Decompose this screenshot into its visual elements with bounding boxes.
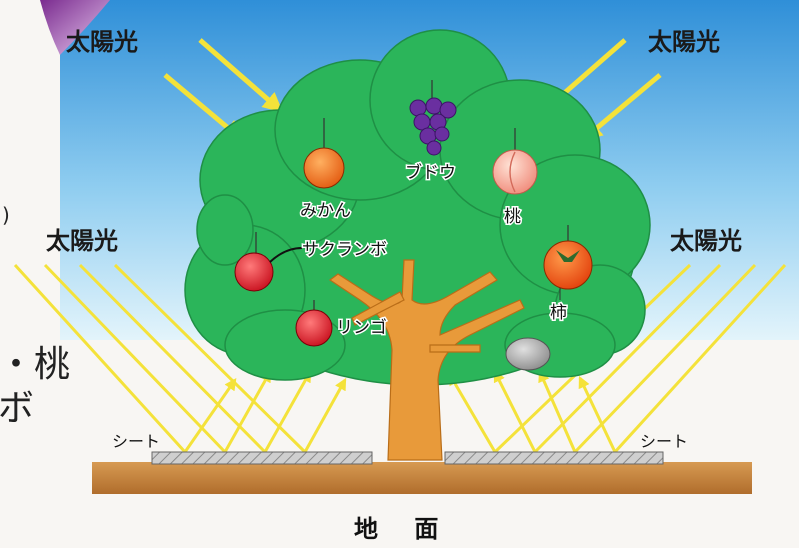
side-text-bo: ボ xyxy=(0,388,34,429)
sun-ray xyxy=(581,73,662,141)
label-momo: 桃 xyxy=(504,207,521,227)
sunlight-label-mid-left: 太陽光 xyxy=(46,227,118,255)
fruit-momo xyxy=(492,128,538,195)
reflective-sheet-right xyxy=(444,451,664,465)
sakuranbo-leader xyxy=(269,247,303,263)
sun-ray xyxy=(198,38,284,113)
ground-label: 地 面 xyxy=(354,515,452,543)
label-budou: ブドウ xyxy=(405,162,456,183)
label-kaki: 柿 xyxy=(550,303,567,323)
side-mark: ) xyxy=(2,203,10,227)
fruit-ringo xyxy=(295,300,333,347)
ground xyxy=(92,462,752,494)
sunlight-label-mid-right: 太陽光 xyxy=(670,227,742,255)
reflective-sheet-left xyxy=(151,451,373,465)
side-text-momo: ・桃 xyxy=(0,344,70,385)
corner-decoration xyxy=(40,0,110,55)
sheet-label-left: シート xyxy=(112,432,160,451)
fruit-sakuranbo xyxy=(234,232,274,292)
label-mikan: みかん xyxy=(300,201,351,221)
reflected-rays xyxy=(183,369,617,453)
sun-rays-lower xyxy=(13,263,787,454)
tree-trunk xyxy=(328,259,525,461)
sheet-label-right: シート xyxy=(640,432,688,451)
fruit-budou xyxy=(409,80,457,156)
sunlight-label-top-right: 太陽光 xyxy=(648,28,720,56)
sunlight-label-top-left: 太陽光 xyxy=(66,28,138,56)
fruit-unripe xyxy=(505,337,551,371)
fruit-mikan xyxy=(303,118,345,189)
label-ringo: リンゴ xyxy=(336,317,387,338)
label-sakuranbo: サクランボ xyxy=(302,240,387,260)
fruit-kaki xyxy=(543,225,593,290)
